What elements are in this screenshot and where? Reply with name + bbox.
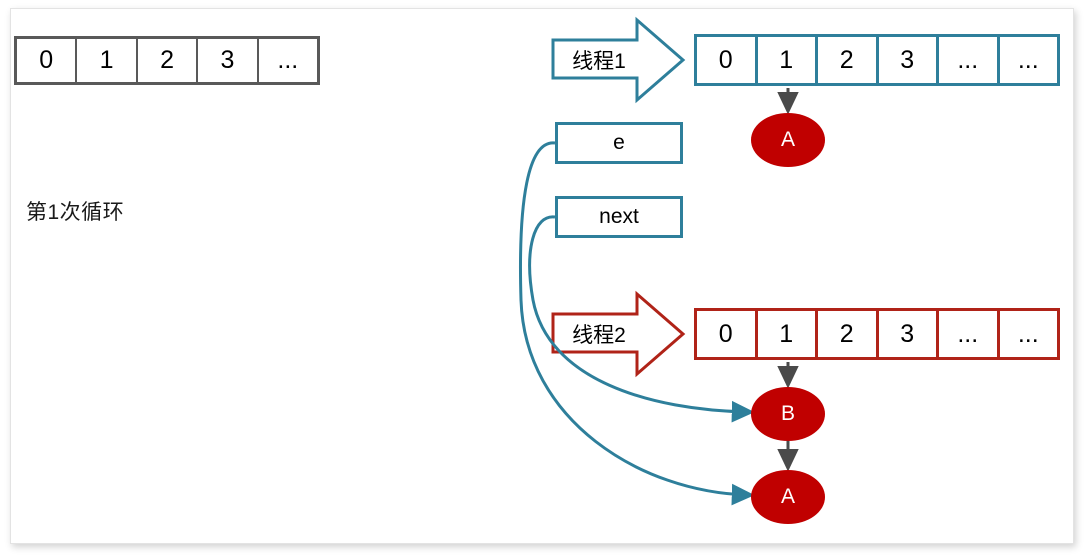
array-cell: 1 [757, 311, 818, 357]
array-cell: 1 [77, 39, 138, 82]
node-a-thread2: A [751, 470, 825, 524]
array-cell: ... [939, 311, 1000, 357]
array-cell: 3 [198, 39, 259, 82]
array-cell: ... [999, 311, 1057, 357]
array-cell: ... [258, 39, 318, 82]
array-cell: 2 [818, 37, 879, 83]
array-cell: 0 [697, 37, 758, 83]
loop-caption: 第1次循环 [26, 201, 125, 224]
variable-box-next: next [555, 196, 683, 238]
thread2-label: 线程2 [572, 324, 626, 347]
thread1-label: 线程1 [572, 50, 626, 73]
array-cell: 3 [878, 311, 939, 357]
array-cell: ... [999, 37, 1057, 83]
thread1-array-table: 0 1 2 3 ... ... [694, 34, 1060, 86]
thread2-array-table: 0 1 2 3 ... ... [694, 308, 1060, 360]
node-a-thread1: A [751, 113, 825, 167]
page-surface [10, 8, 1074, 544]
array-cell: 0 [697, 311, 758, 357]
initial-array-table: 0 1 2 3 ... [14, 36, 320, 85]
array-cell: 2 [818, 311, 879, 357]
array-cell: 2 [137, 39, 199, 82]
array-cell: 3 [878, 37, 939, 83]
array-cell: ... [939, 37, 1000, 83]
array-cell: 1 [757, 37, 818, 83]
node-b-thread2: B [751, 387, 825, 441]
variable-box-e: e [555, 122, 683, 164]
array-cell: 0 [17, 39, 78, 82]
